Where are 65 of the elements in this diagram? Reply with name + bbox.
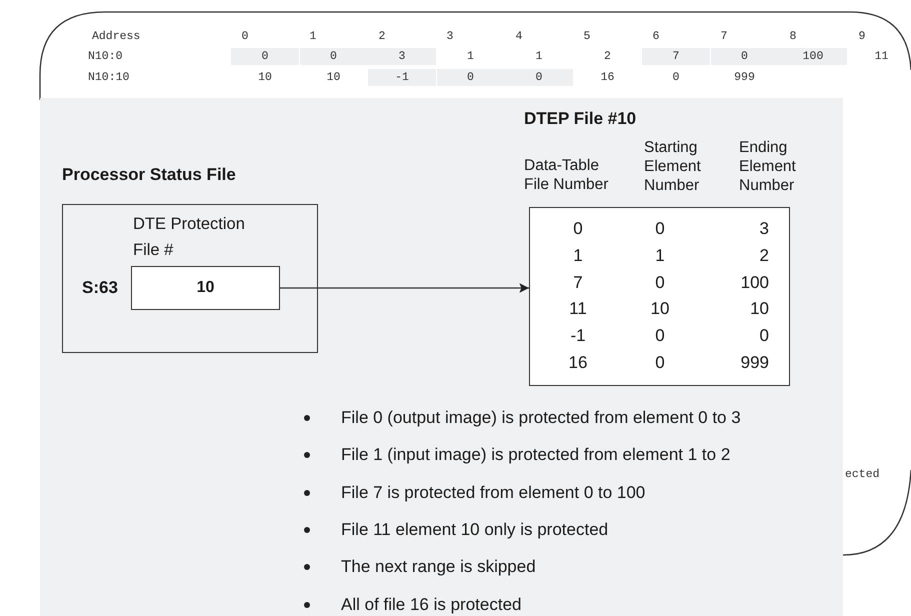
column-header: Ending Element Number (739, 138, 797, 195)
field-caption: DTE Protection File # (133, 214, 246, 261)
row-header: N10:10 (88, 70, 130, 86)
data-value: 0 (300, 48, 368, 65)
table-value: 10 (650, 298, 670, 320)
table-value: 0 (758, 325, 769, 348)
column-number: 1 (308, 29, 318, 45)
table-value: 0 (654, 325, 666, 348)
bullet-text: File 1 (input image) is protected from element 1 to 2 (341, 444, 730, 466)
table-value: 0 (572, 218, 584, 240)
register-address: S:63 (82, 277, 118, 299)
data-value: 10 (257, 70, 273, 86)
column-number: 0 (240, 29, 250, 45)
table-value: 0 (654, 218, 666, 240)
data-value: 3 (368, 48, 436, 65)
data-value: 16 (600, 70, 616, 86)
bullet-text: File 0 (output image) is protected from element 0 to 3 (341, 407, 741, 429)
data-value: 100 (779, 48, 847, 65)
column-number: 4 (514, 29, 524, 45)
data-value: 999 (733, 70, 756, 86)
data-value: 0 (710, 48, 778, 65)
bullet-text: The next range is skipped (341, 556, 536, 578)
table-value: 0 (654, 352, 666, 374)
arrow (280, 283, 529, 293)
data-value: 10 (326, 70, 342, 86)
row-header: Address (92, 29, 140, 45)
table-value: 1 (654, 244, 666, 267)
table-value: -1 (569, 325, 587, 348)
file-number-field (131, 266, 280, 310)
table-title: DTEP File #10 (524, 109, 636, 129)
data-value: -1 (368, 69, 436, 86)
column-number: 3 (446, 29, 454, 45)
data-value: 0 (672, 70, 680, 86)
data-value: 11 (874, 49, 890, 65)
column-number: 2 (378, 29, 386, 45)
bullet-text: File 11 element 10 only is protected (341, 518, 608, 541)
column-number: 7 (720, 29, 728, 45)
table-value: 100 (740, 272, 769, 294)
table-value: 11 (568, 298, 588, 320)
data-value: 1 (534, 49, 544, 65)
column-number: 9 (858, 29, 866, 45)
data-value: 2 (603, 49, 612, 65)
table-value: 3 (758, 218, 769, 240)
table-value: 16 (568, 352, 588, 374)
column-number: 8 (788, 29, 798, 45)
field-value: 10 (196, 278, 216, 298)
column-number: 5 (582, 29, 592, 45)
table-value: 1 (572, 244, 584, 267)
bullet-text: File 7 is protected from element 0 to 100 (341, 482, 646, 504)
data-value: 0 (505, 69, 573, 86)
table-value: 0 (654, 272, 666, 294)
row-header: N10:0 (88, 49, 123, 65)
note-fragment: ected (845, 467, 880, 483)
data-value: 0 (231, 48, 299, 65)
box-heading: Processor Status File (62, 165, 236, 185)
column-header: Data-Table File Number (524, 156, 610, 194)
table-value: 999 (740, 352, 769, 374)
table-value: 7 (572, 272, 584, 294)
data-value: 1 (466, 49, 475, 65)
column-number: 6 (652, 29, 660, 45)
bullet-text: All of file 16 is protected (341, 594, 522, 616)
table-value: 2 (758, 244, 769, 267)
data-value: 7 (642, 48, 710, 65)
table-value: 10 (749, 298, 769, 320)
data-value: 0 (436, 69, 504, 86)
